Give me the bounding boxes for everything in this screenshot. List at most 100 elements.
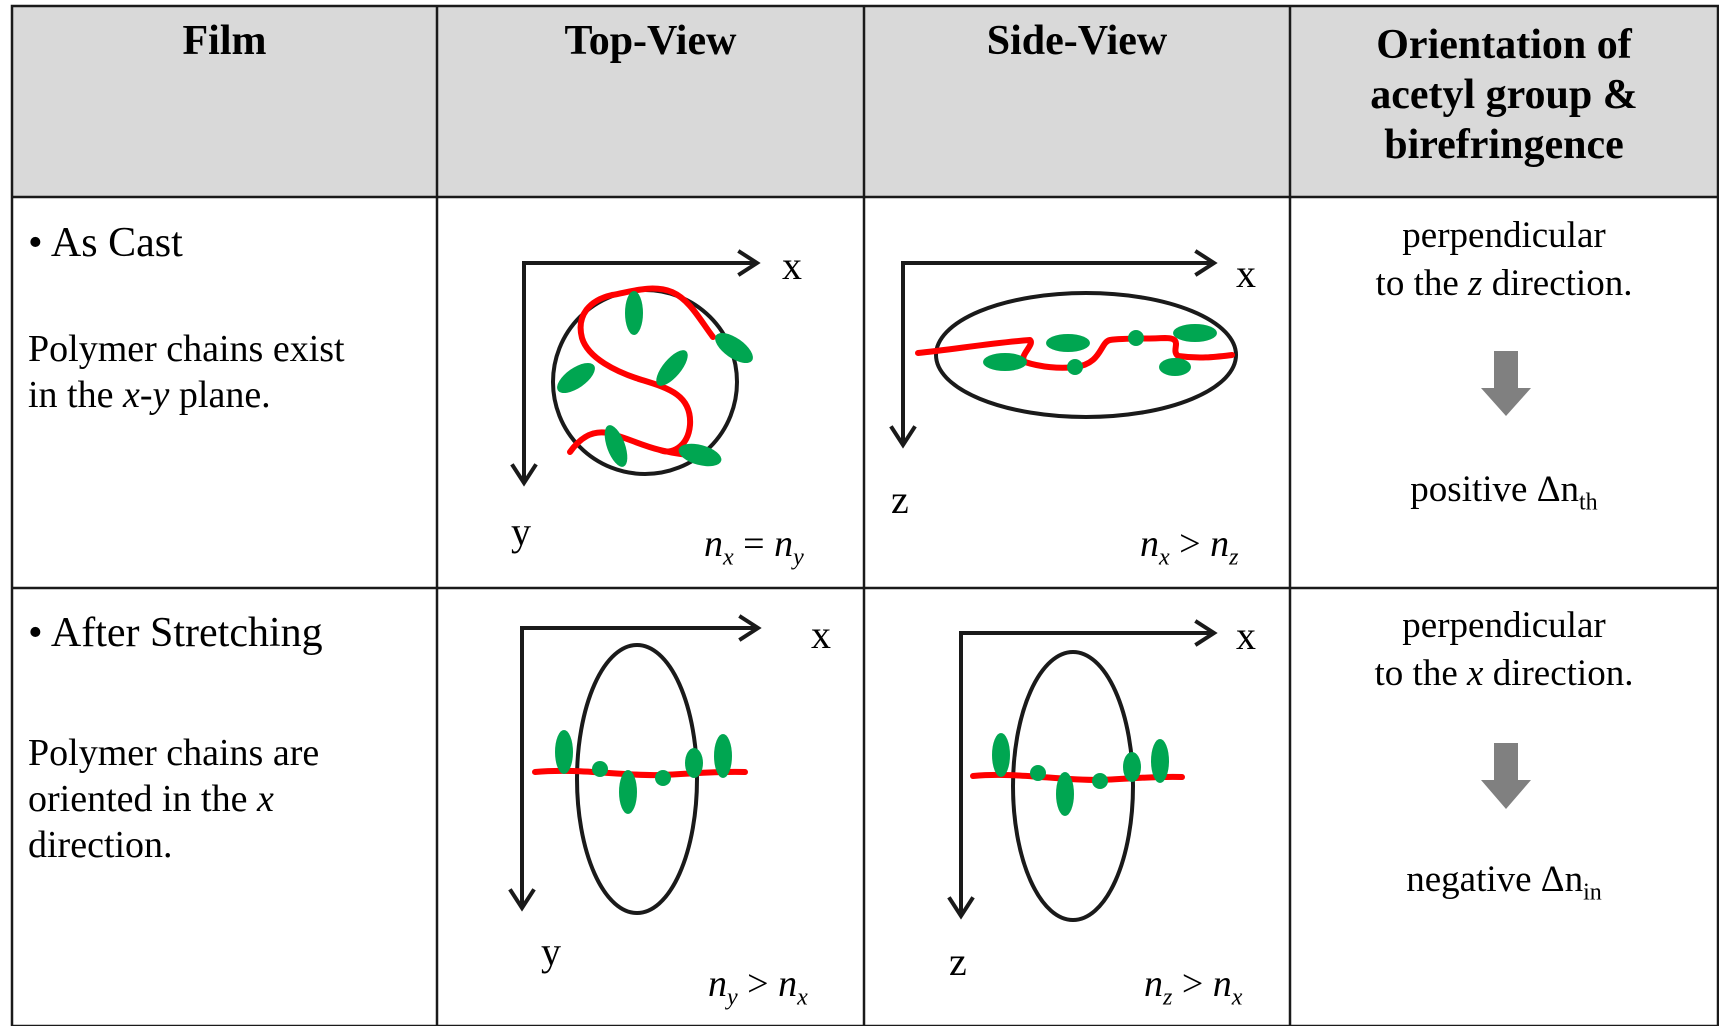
row2-desc-line3: direction.	[28, 824, 173, 866]
row2-title-text: After Stretching	[50, 610, 323, 656]
header-orientation: Orientation of acetyl group & birefringe…	[1290, 20, 1718, 170]
row1-desc-line1: Polymer chains exist	[28, 328, 345, 370]
row2-side-rel-op: >	[1172, 963, 1213, 1005]
row2-down-arrow	[1481, 743, 1531, 809]
row1-side-z-label: z	[891, 477, 909, 522]
row1-desc-text-a: in the	[28, 374, 123, 416]
row1-side-x-arrowhead	[1194, 249, 1218, 277]
row2-bire-text: negative Δn	[1406, 859, 1584, 900]
row2-bire-sub: in	[1583, 879, 1602, 906]
row1-top-rel-b-sub: y	[793, 544, 804, 571]
row1-side-rel-b: n	[1210, 523, 1230, 565]
row1-side-view-ellipse	[934, 291, 1238, 419]
row1-birefringence: positive Δnth	[1290, 466, 1718, 526]
row1-top-x-arrowhead	[737, 249, 761, 277]
row2-top-y-arrowhead	[508, 888, 536, 912]
row1-side-acetyl-2	[1046, 334, 1090, 352]
row2-title: • After Stretching	[28, 608, 323, 658]
row2-side-view-axes	[947, 619, 1218, 920]
row1-side-view-chain	[915, 335, 1235, 371]
row2-side-x-label: x	[1236, 613, 1256, 658]
row2-side-rel-b-sub: x	[1231, 984, 1243, 1011]
row2-orient-text-b: direction.	[1483, 653, 1634, 694]
row1-title-text: As Cast	[50, 220, 183, 266]
row1-side-rel-a-sub: x	[1159, 544, 1170, 571]
row2-top-view-ellipse	[575, 643, 699, 915]
row1-desc-text-b: plane.	[169, 374, 271, 416]
row1-side-acetyl-5	[1173, 324, 1217, 342]
row2-orient-line2: to the x direction.	[1290, 650, 1718, 698]
row2-top-acetyl-6	[714, 734, 732, 778]
row2-orient-text-a: to the	[1374, 653, 1468, 694]
header-film: Film	[182, 18, 267, 64]
row2-top-acetyl-5	[685, 748, 703, 778]
row2-side-acetyl-3	[1056, 772, 1074, 816]
row1-top-acetyl-1	[625, 291, 643, 335]
row1-side-rel-a: n	[1140, 523, 1159, 565]
row1-orient-italic: z	[1468, 263, 1483, 304]
row1-desc-italic-y: y	[152, 374, 170, 416]
row1-top-rel-a-sub: x	[723, 544, 734, 571]
row1-top-acetyl-3	[656, 350, 688, 386]
row1-orient-text-b: direction.	[1482, 263, 1633, 304]
row2-side-view-acetyl	[992, 733, 1169, 816]
bullet-icon: •	[28, 220, 43, 266]
row1-top-x-label: x	[782, 243, 802, 288]
row1-top-y-arrowhead	[510, 463, 538, 487]
table-grid	[10, 4, 1719, 1026]
row1-top-acetyl-4	[557, 362, 595, 394]
row1-side-acetyl-6	[1159, 358, 1191, 376]
row1-top-rel-op: =	[733, 523, 775, 565]
row2-top-acetyl-4	[655, 770, 671, 786]
header-orientation-line1: Orientation of	[1376, 22, 1632, 68]
row1-bire-sub: th	[1579, 489, 1598, 516]
row1-side-chain	[915, 335, 1235, 371]
row1-side-rel-b-sub: z	[1229, 544, 1239, 571]
row2-top-rel-a: n	[708, 963, 727, 1005]
row2-orientation: perpendicular to the x direction.	[1290, 602, 1718, 698]
row2-side-acetyl-1	[992, 733, 1010, 777]
row1-description: Polymer chains exist in the x-y plane.	[28, 326, 345, 418]
row2-top-x-label: x	[811, 612, 831, 657]
row2-side-acetyl-2	[1030, 765, 1046, 781]
row2-top-rel-op: >	[737, 963, 779, 1005]
row2-top-acetyl-2	[592, 761, 608, 777]
row2-desc-text-a: oriented in the	[28, 778, 257, 820]
row2-top-acetyl-3	[619, 770, 637, 814]
row2-orient-line1: perpendicular	[1402, 605, 1606, 646]
header-side-view: Side-View	[986, 18, 1168, 64]
row2-side-view-ellipse	[1011, 650, 1135, 922]
row1-top-chain-1	[577, 285, 716, 455]
row2-side-rel-a: n	[1144, 963, 1163, 1005]
row1-down-arrow	[1481, 351, 1531, 416]
header-orientation-line2: acetyl group &	[1370, 72, 1638, 118]
row2-desc-line1: Polymer chains are	[28, 732, 320, 774]
row2-side-x-arrowhead	[1194, 619, 1218, 647]
row1-desc-line2: in the x-y plane.	[28, 372, 345, 418]
row1-top-acetyl-2	[715, 332, 753, 364]
row1-top-view-axes	[510, 249, 761, 487]
row2-top-relation: ny > nx	[708, 962, 808, 1020]
row2-side-view-chain	[970, 771, 1185, 784]
row1-orient-text-a: to the	[1375, 263, 1469, 304]
row1-side-acetyl-4	[1128, 330, 1144, 346]
row2-top-x-arrowhead	[738, 614, 762, 642]
row2-top-rel-b: n	[778, 963, 798, 1005]
row1-top-y-label: y	[511, 509, 531, 554]
row1-top-view-acetyl	[557, 291, 753, 467]
row2-side-acetyl-5	[1123, 752, 1141, 782]
row1-desc-italic-x: x	[122, 374, 140, 416]
row1-title: • As Cast	[28, 218, 183, 268]
row1-orientation: perpendicular to the z direction.	[1290, 212, 1718, 308]
row1-orient-line2: to the z direction.	[1290, 260, 1718, 308]
row2-desc-line2: oriented in the x	[28, 776, 319, 822]
row1-side-acetyl-3	[1067, 359, 1083, 375]
row2-side-acetyl-6	[1151, 739, 1169, 783]
row1-side-view-axes	[889, 249, 1218, 449]
row1-side-acetyl-1	[983, 353, 1027, 371]
row2-side-z-arrowhead	[947, 896, 975, 920]
row2-description: Polymer chains are oriented in the x dir…	[28, 730, 319, 868]
row2-desc-italic-x: x	[256, 778, 274, 820]
